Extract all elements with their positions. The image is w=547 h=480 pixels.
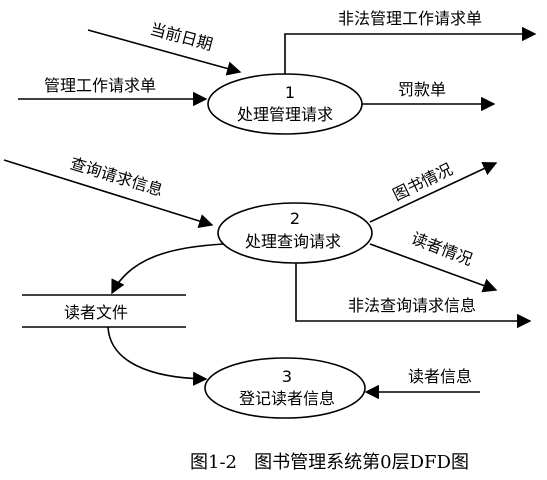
flow-reader-status-label: 读者情况 <box>409 229 476 270</box>
process-2-bubble <box>217 202 373 264</box>
process-2-number: 2 <box>290 209 300 228</box>
flow-illegal-query-arrow <box>295 263 532 329</box>
flow-reader-status-arrow <box>369 243 498 293</box>
flow-illegal-mgmt-label: 非法管理工作请求单 <box>338 9 482 28</box>
flow-current-date-arrow <box>87 29 242 76</box>
flow-illegal-query-label: 非法查询请求信息 <box>348 296 476 315</box>
flow-mgmt-request-label: 管理工作请求单 <box>44 76 156 95</box>
flow-illegal-mgmt-arrow <box>284 26 537 74</box>
process-3-label: 登记读者信息 <box>239 389 335 408</box>
data-store-label: 读者文件 <box>64 303 128 322</box>
flow-fine-label: 罚款单 <box>398 80 446 99</box>
process-1-label: 处理管理请求 <box>237 105 333 124</box>
flow-book-info-arrow <box>369 161 498 223</box>
flow-p2-to-store-arrow <box>111 243 225 295</box>
process-1-number: 1 <box>285 83 295 102</box>
flow-store-to-p3-arrow <box>107 326 208 386</box>
process-2-label: 处理查询请求 <box>245 232 341 251</box>
figure-caption: 图1-2 图书管理系统第0层DFD图 <box>190 452 469 473</box>
process-3-number: 3 <box>282 367 292 386</box>
flow-reader-info-label: 读者信息 <box>408 367 472 386</box>
flow-query-request-label: 查询请求信息 <box>68 154 165 200</box>
flow-query-request-arrow <box>3 159 214 229</box>
